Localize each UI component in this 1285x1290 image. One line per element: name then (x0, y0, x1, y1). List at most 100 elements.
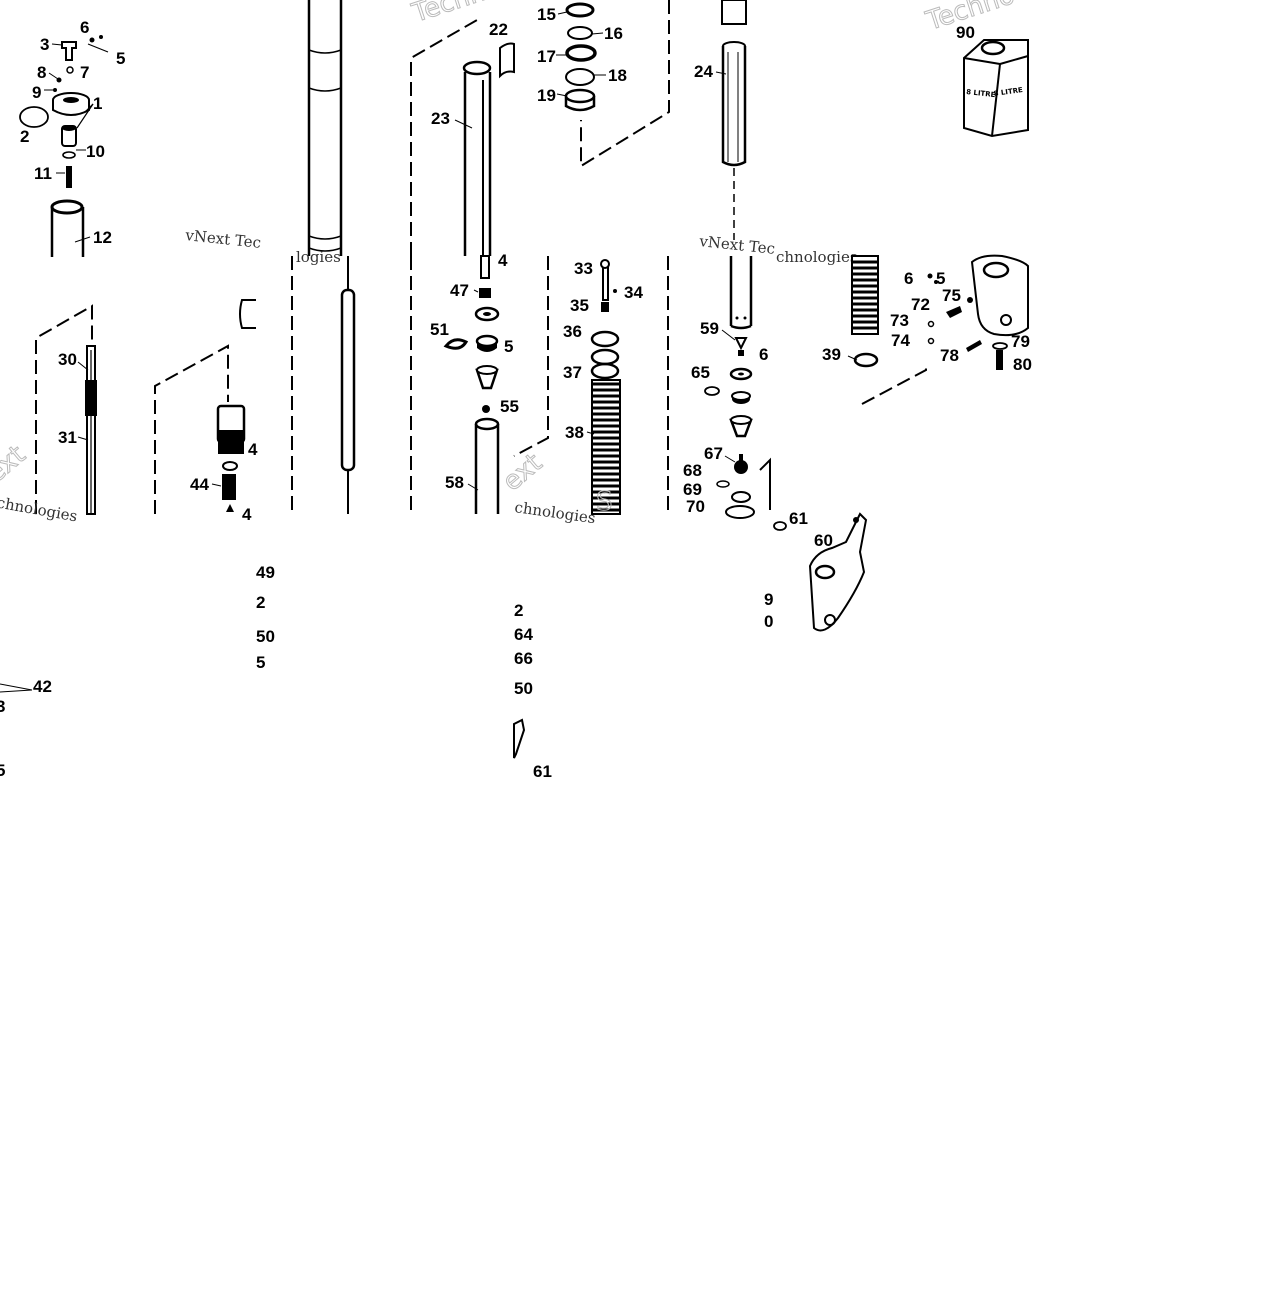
part-17-ring (565, 44, 597, 62)
label-5b: 5 (936, 269, 945, 288)
part-52-valve (475, 334, 499, 348)
label-79: 79 (1011, 332, 1030, 351)
part-11-rod (66, 166, 72, 188)
label-fragment: 4 (242, 505, 252, 524)
label-22: 22 (489, 20, 508, 39)
label-16: 16 (604, 24, 623, 43)
label-10: 10 (86, 142, 105, 161)
watermark-text: ext (497, 448, 548, 497)
label-fragment: 5 (504, 337, 513, 356)
part-69-ring (731, 491, 751, 503)
label-12: 12 (93, 228, 112, 247)
watermark-text: logies (296, 248, 341, 266)
label-75: 75 (942, 286, 961, 305)
label-69: 69 (683, 480, 702, 499)
label-fragment: 4 (248, 440, 258, 459)
part-spring-upper (851, 255, 879, 335)
part-15-ring (565, 2, 595, 18)
label-19: 19 (537, 86, 556, 105)
part-35-spacer (601, 302, 609, 312)
label-fragment: 5 (256, 653, 265, 672)
label-39: 39 (822, 345, 841, 364)
label-fragment: 0 (764, 612, 773, 631)
label-31: 31 (58, 428, 77, 447)
tile-mid-left: 30 31 44 4 4 ext chnologies (0, 299, 258, 526)
label-67: 67 (704, 444, 723, 463)
watermark-text: chnologies (0, 494, 79, 526)
part-10-washer (62, 151, 76, 159)
part-34-ball (613, 289, 617, 293)
label-24: 24 (694, 62, 713, 81)
label-fragment: 64 (514, 625, 533, 644)
label-fragment: 66 (514, 649, 533, 668)
label-fragment: 2 (256, 593, 265, 612)
label-fragment: 50 (256, 627, 275, 646)
label-90: 90 (956, 23, 975, 42)
watermark-text: chnologies (513, 498, 596, 527)
label-fragment: 3 (0, 697, 5, 716)
tile-lower-center-right: 2 64 66 50 61 (513, 601, 552, 781)
label-49: 49 (256, 563, 275, 582)
part-59-cone (734, 337, 748, 351)
tile-mid-right: 39 6 5 72 73 74 75 78 79 80 (822, 254, 1032, 405)
tile-top-right-middle: 15 16 17 18 19 24 vNext Tec (537, 0, 776, 258)
label-35: 35 (570, 296, 589, 315)
watermark-text: S (596, 487, 613, 517)
label-6: 6 (80, 18, 89, 37)
label-17: 17 (537, 47, 556, 66)
label-44: 44 (190, 475, 209, 494)
label-33: 33 (574, 259, 593, 278)
tile-mid-center-left: 47 51 5 55 58 4 (291, 251, 519, 514)
part-37-ring (590, 362, 620, 380)
label-3: 3 (40, 35, 49, 54)
tile-mid-center-right: 33 34 35 36 37 38 59 6 65 (497, 256, 771, 527)
tile-top-right: 8 LITRE 8 LITRE 90 Techno chnologies (776, 0, 1029, 266)
part-bracket-housing (970, 254, 1029, 337)
label-fragment: 6 (759, 345, 768, 364)
part-68-washer (716, 480, 730, 488)
label-36: 36 (563, 322, 582, 341)
part-9-ball (53, 88, 57, 92)
label-59: 59 (700, 319, 719, 338)
part-51-clip (443, 338, 469, 350)
can-label-side: 8 LITRE (966, 88, 996, 99)
label-70: 70 (686, 497, 705, 516)
part-90-oil-can (963, 39, 1029, 138)
label-6b: 6 (904, 269, 913, 288)
part-47-nut (479, 288, 491, 298)
part-80-bolt (996, 350, 1003, 370)
part-65-washer (704, 386, 720, 396)
watermark-text: chnologies (776, 248, 858, 266)
tile-lower-right: 60 61 9 0 (764, 509, 868, 632)
label-30: 30 (58, 350, 77, 369)
part-24-shaft (721, 46, 747, 167)
label-34: 34 (624, 283, 643, 302)
part-38-spring (591, 379, 621, 515)
part-22-cup (499, 42, 515, 79)
label-47: 47 (450, 281, 469, 300)
part-36-ring (590, 330, 620, 348)
label-23: 23 (431, 109, 450, 128)
label-68: 68 (683, 461, 702, 480)
label-8: 8 (37, 63, 46, 82)
label-74: 74 (891, 331, 910, 350)
label-5: 5 (116, 49, 125, 68)
label-9: 9 (32, 83, 41, 102)
part-72-bolt (946, 306, 962, 318)
label-37: 37 (563, 363, 582, 382)
part-23-tube (462, 60, 492, 76)
part-3-screw (61, 41, 77, 61)
part-55-ball (482, 405, 490, 413)
label-fragment: 4 (498, 251, 508, 270)
label-72: 72 (911, 295, 930, 314)
label-fragment: 5 (0, 761, 5, 780)
label-1: 1 (93, 94, 102, 113)
label-65: 65 (691, 363, 710, 382)
tile-lower-left: 42 3 5 (0, 677, 52, 780)
part-60-lower-housing (808, 512, 868, 632)
part-19-ring (564, 88, 596, 104)
label-fragment: 9 (764, 590, 773, 609)
part-7-ring (66, 66, 74, 74)
